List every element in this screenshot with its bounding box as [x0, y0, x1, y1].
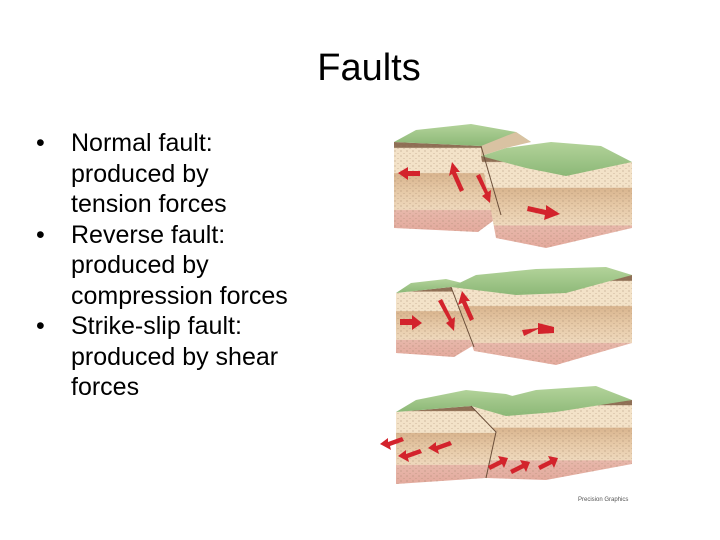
arrow-right-push [400, 315, 422, 330]
bullet-line: produced by [71, 159, 209, 188]
arrow-left [398, 167, 420, 180]
image-credit: Precision Graphics [578, 497, 629, 503]
bullet-line: produced by [71, 251, 209, 279]
arrow-right [527, 205, 560, 220]
arrow-left-1 [380, 437, 404, 450]
rock-right-speckle [471, 400, 632, 480]
bullet-line: tension forces [71, 190, 227, 218]
bullet-dot: • [36, 312, 45, 340]
bullet-dot: • [36, 129, 45, 157]
arrow-right-1 [488, 456, 508, 470]
arrow-down [438, 299, 455, 331]
strike-slip-fault-diagram [380, 386, 632, 484]
grass-left [396, 390, 526, 412]
bullet-line: Reverse fault: [71, 220, 226, 249]
bullet-line: Normal fault: [71, 129, 213, 157]
rock-left-speckle [396, 287, 474, 357]
bullet-reverse-fault: • Reverse fault: produced by compression… [36, 220, 356, 312]
arrow-right-3 [538, 456, 558, 470]
bullet-dot: • [36, 220, 45, 249]
bullet-strike-slip-fault: • Strike-slip fault: produced by shear f… [36, 311, 356, 403]
arrow-left-2 [398, 449, 422, 462]
bullet-list: • Normal fault: produced by tension forc… [36, 128, 356, 403]
bullet-line: Strike-slip fault: [71, 312, 242, 340]
grass-left [396, 279, 462, 293]
bullet-line: produced by shear [71, 342, 279, 371]
bullet-line: forces [71, 373, 140, 401]
rock-left-speckle [394, 142, 501, 232]
arrow-right-2 [510, 460, 530, 474]
grass-right [471, 386, 632, 416]
arrow-up [449, 162, 464, 192]
grass-right [481, 142, 632, 176]
fault-line [450, 286, 475, 348]
normal-fault-diagram [394, 124, 632, 248]
arrow-left-push [522, 323, 554, 336]
arrow-up [458, 291, 474, 321]
bullet-line: compression forces [71, 281, 288, 310]
grass-right [451, 267, 632, 295]
fault-line [480, 145, 502, 216]
rock-right-speckle [481, 156, 632, 248]
arrow-down [476, 174, 491, 203]
fault-line [470, 405, 497, 479]
arrow-left-3 [428, 441, 452, 454]
reverse-fault-diagram [396, 267, 632, 365]
fault-diagrams [380, 124, 632, 484]
fault-scarp [481, 132, 531, 156]
slide-title: Faults [317, 47, 421, 89]
rock-right-speckle [451, 275, 632, 365]
bullet-normal-fault: • Normal fault: produced by tension forc… [36, 128, 356, 220]
